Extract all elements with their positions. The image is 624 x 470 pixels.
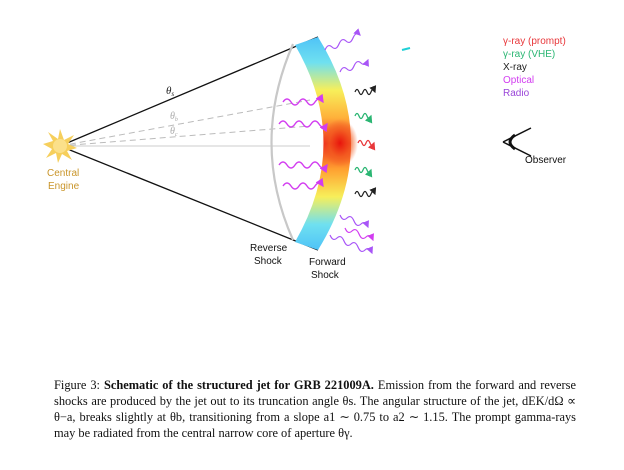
central-engine-label: Central xyxy=(47,168,79,179)
reverse-shock-label-2: Shock xyxy=(254,256,283,267)
legend-radio: Radio xyxy=(503,88,530,99)
cyan-stub xyxy=(401,47,411,51)
optical-wave-inner-4 xyxy=(282,177,324,190)
theta-s-label: θs xyxy=(166,85,174,98)
legend-xray: X-ray xyxy=(503,62,527,73)
jet-core-glow xyxy=(322,119,358,167)
reverse-shock-label: Reverse xyxy=(250,243,288,254)
forward-shock-shell xyxy=(295,37,351,250)
legend-vhe: γ-ray (VHE) xyxy=(503,49,555,60)
xray-wave-2 xyxy=(354,187,377,198)
figure-caption: Figure 3: Schematic of the structured je… xyxy=(54,377,576,441)
forward-shock-label: Forward xyxy=(309,257,346,268)
legend-optical: Optical xyxy=(503,75,534,86)
radio-wave-5 xyxy=(344,227,374,242)
theta-b-label: θb xyxy=(170,111,178,123)
optical-wave-inner-1 xyxy=(282,93,324,106)
caption-line4: The prompt gamma-rays may be radiated fr… xyxy=(54,410,576,440)
optical-wave-inner-2 xyxy=(278,120,328,133)
jet-lower-edge xyxy=(59,145,319,251)
legend: γ-ray (prompt) γ-ray (VHE) X-ray Optical… xyxy=(503,36,566,99)
observer-label: Observer xyxy=(525,155,567,166)
jet-schematic: Central Engine θs θb θc Reverse Shock Fo… xyxy=(43,28,567,281)
jet-upper-edge xyxy=(59,36,319,147)
observer-eye-icon xyxy=(502,127,532,157)
radio-wave-1 xyxy=(324,28,361,51)
xray-wave-1 xyxy=(354,85,377,96)
legend-prompt: γ-ray (prompt) xyxy=(503,36,566,47)
caption-figure-label: Figure 3: xyxy=(54,378,100,392)
radio-wave-3 xyxy=(339,214,369,229)
vhe-wave-2 xyxy=(354,166,373,178)
theta-b-line xyxy=(59,99,311,147)
central-engine-icon xyxy=(43,129,77,163)
radio-wave-4 xyxy=(329,234,373,255)
caption-title: Schematic of the structured jet for GRB … xyxy=(103,378,374,392)
prompt-wave xyxy=(357,139,376,151)
central-engine-label-2: Engine xyxy=(48,181,80,192)
forward-shock-label-2: Shock xyxy=(311,270,340,281)
caption-line2: reverse shocks are produced by the jet o… xyxy=(54,378,576,408)
theta-c-label: θc xyxy=(170,126,178,138)
theta-c-line xyxy=(59,125,311,147)
optical-wave-inner-3 xyxy=(278,161,328,174)
caption-line1: Emission from the forward and xyxy=(377,378,537,392)
reverse-shock-arc xyxy=(270,43,295,241)
radio-wave-2 xyxy=(339,58,369,73)
vhe-wave-1 xyxy=(354,112,373,124)
caption-line3: the jet, dEK/dΩ ∝ θ−a, breaks slightly a… xyxy=(54,394,576,424)
